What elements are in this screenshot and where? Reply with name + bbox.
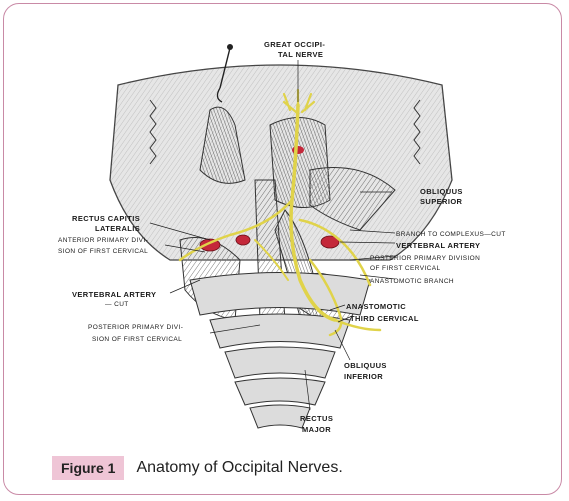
label-anastomotic: ANASTOMOTIC [346, 302, 407, 311]
label-posterior-primary-right-line2: OF FIRST CERVICAL [370, 265, 441, 272]
label-obliquus-superior-line1: OBLIQUUS [420, 187, 463, 196]
label-rectus-major-line1: RECTUS [300, 414, 334, 423]
vertebral-artery-left [199, 238, 221, 252]
label-vertebral-artery-right: VERTEBRAL ARTERY [396, 241, 481, 250]
label-rectus-capitis-line1: RECTUS CAPITIS [72, 214, 141, 223]
label-rectus-major-line2: MAJOR [302, 425, 332, 434]
vertebral-artery-mid [235, 234, 251, 246]
retractor-pin [219, 47, 231, 89]
occipital-artery-top [292, 146, 304, 154]
label-third-cervical: THIRD CERVICAL [350, 314, 419, 323]
muscle-flap-left [199, 106, 246, 184]
label-great-occipital-nerve-line1: GREAT OCCIPI- [264, 40, 326, 49]
label-posterior-primary-right-line1: POSTERIOR PRIMARY DIVISION [370, 255, 481, 262]
suture-right [413, 99, 421, 165]
label-rectus-capitis-line2: LATERALIS [95, 224, 141, 233]
label-posterior-primary-left-line2: SION OF FIRST CERVICAL [92, 336, 183, 343]
label-vertebral-artery-left-line2: — CUT [105, 301, 129, 308]
cervical-vertebrae [189, 272, 371, 429]
occipital-anatomy-illustration [109, 44, 453, 429]
figure-caption: Figure 1 Anatomy of Occipital Nerves. [52, 455, 343, 481]
label-obliquus-inferior-line1: OBLIQUUS [344, 361, 387, 370]
label-vertebral-artery-left-line1: VERTEBRAL ARTERY [72, 290, 157, 299]
suture-left [149, 99, 157, 165]
label-obliquus-superior-line2: SUPERIOR [420, 197, 463, 206]
obliquus-superior-muscle [309, 167, 396, 231]
label-obliquus-inferior-line2: INFERIOR [344, 372, 384, 381]
label-anterior-primary-line2: SION OF FIRST CERVICAL [58, 248, 149, 255]
label-posterior-primary-left-line1: POSTERIOR PRIMARY DIVI- [88, 324, 184, 331]
label-branch-to-complexus: BRANCH TO COMPLEXUS—CUT [396, 231, 506, 238]
vertebral-artery-right [320, 235, 340, 249]
label-anastomotic-branch: ANASTOMOTIC BRANCH [370, 278, 455, 285]
figure-badge: Figure 1 [52, 456, 125, 480]
figure-caption-text: Anatomy of Occipital Nerves. [136, 459, 343, 476]
label-great-occipital-nerve-line2: TAL NERVE [278, 50, 324, 59]
label-anterior-primary-line1: ANTERIOR PRIMARY DIVI- [58, 237, 149, 244]
nerve-paths [178, 88, 382, 337]
